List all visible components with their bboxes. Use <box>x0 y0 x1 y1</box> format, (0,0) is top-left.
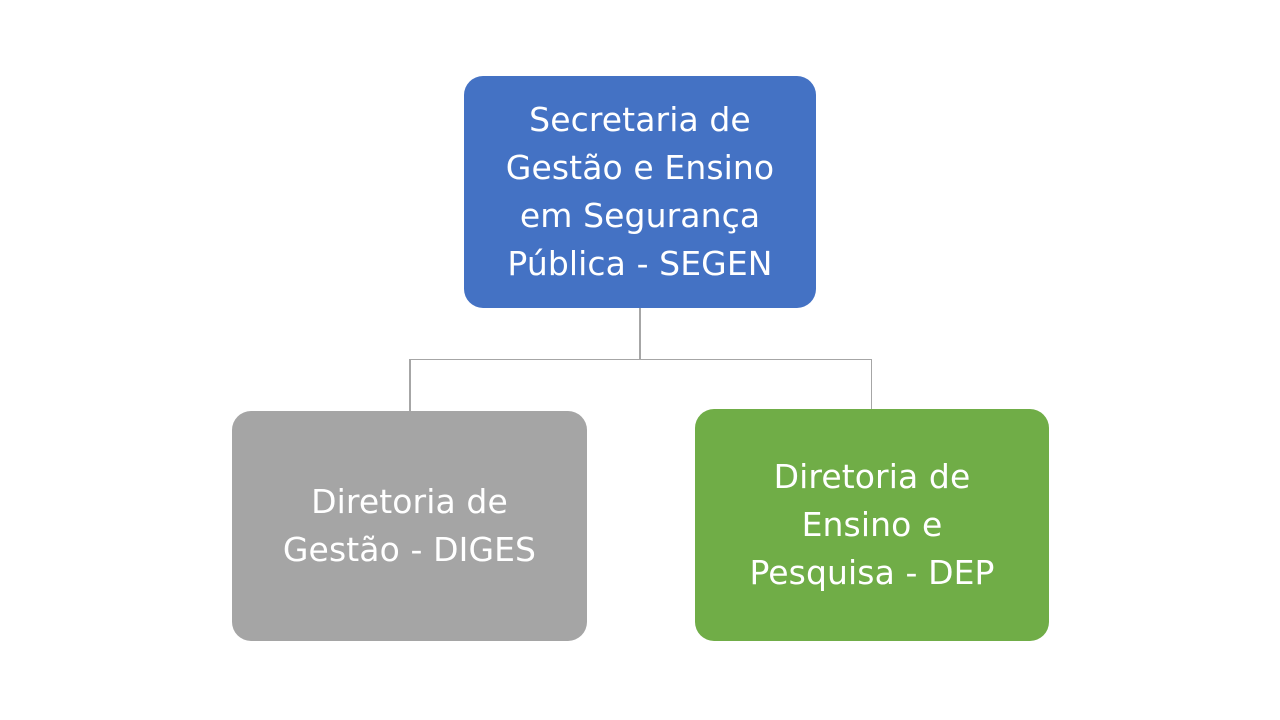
connector-drop-diges <box>409 358 411 412</box>
node-segen[interactable]: Secretaria de Gestão e Ensino em Seguran… <box>464 76 816 308</box>
connector-drop-dep <box>870 358 872 411</box>
node-diges[interactable]: Diretoria de Gestão - DIGES <box>232 411 587 641</box>
node-segen-label: Secretaria de Gestão e Ensino em Seguran… <box>505 100 775 283</box>
node-diges-label: Diretoria de Gestão - DIGES <box>282 482 537 569</box>
node-dep[interactable]: Diretoria de Ensino e Pesquisa - DEP <box>695 409 1049 641</box>
connector-root-stem <box>639 308 641 360</box>
connector-horizontal-bus <box>409 358 872 360</box>
node-dep-label: Diretoria de Ensino e Pesquisa - DEP <box>749 457 995 592</box>
